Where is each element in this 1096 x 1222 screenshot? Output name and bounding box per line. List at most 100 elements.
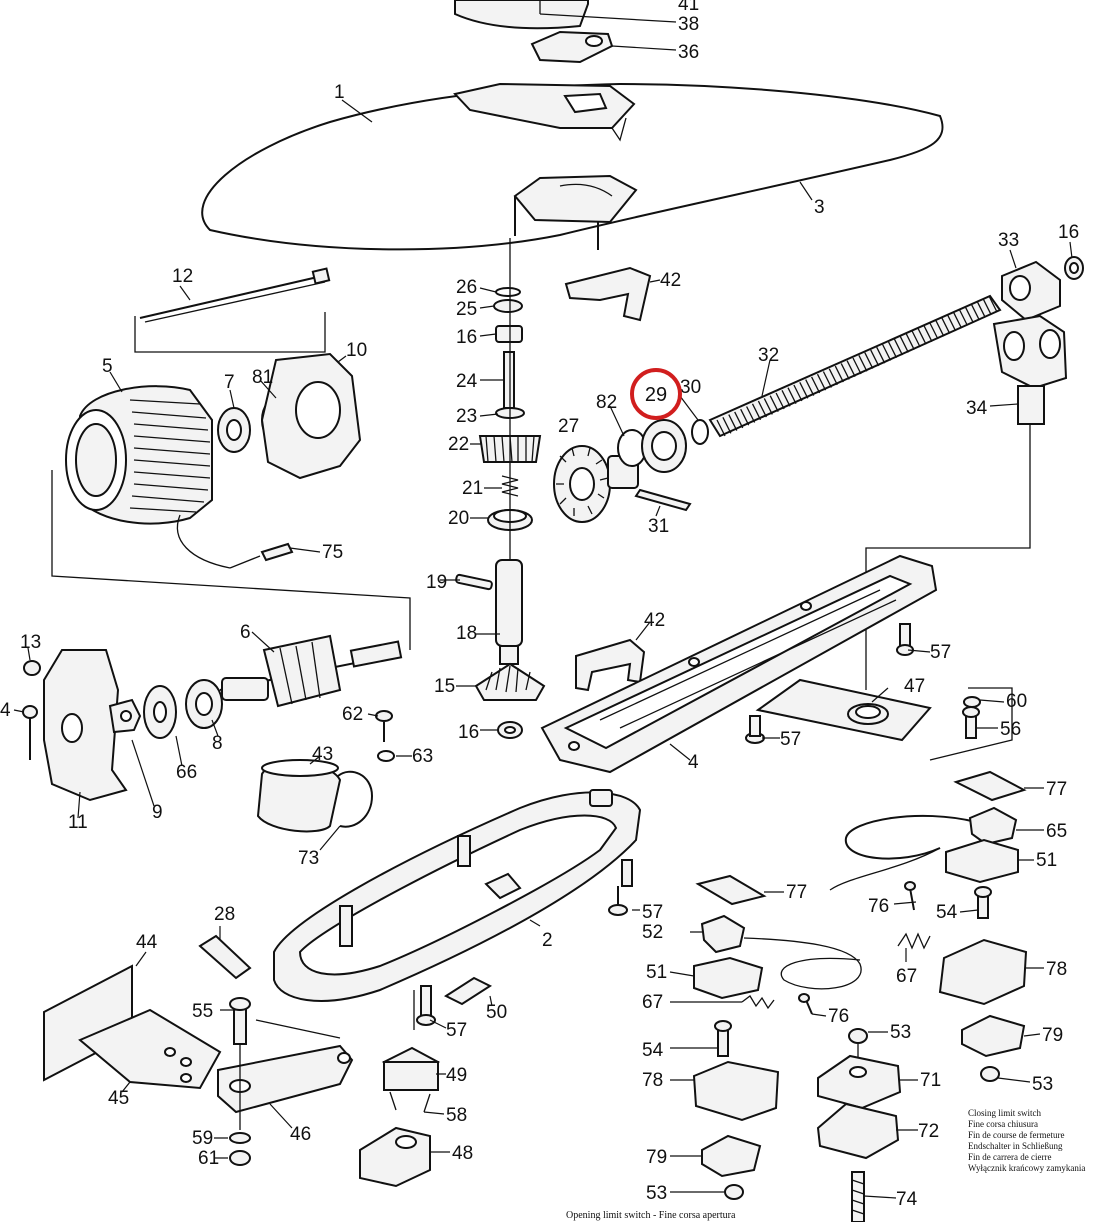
guide-base-4 [540,554,938,774]
part-label: 6 [240,622,251,643]
lever-46 [217,1044,354,1114]
nut-61 [229,1150,251,1166]
part-label: 79 [646,1147,667,1168]
part-label: 22 [448,434,469,455]
spring-67-lower [741,995,775,1010]
nut-53-lower [724,1184,744,1200]
part-label: 12 [172,266,193,287]
assembly-line-housing [255,990,415,1039]
part-label: 49 [446,1065,467,1086]
part-label: 5 [102,356,113,377]
part-label: 42 [644,610,665,631]
part-label: 75 [322,542,343,563]
part-label: 28 [214,904,235,925]
pad-77-lower [695,874,767,906]
switch-52 [700,914,862,990]
legend-line: Endschalter in Schließung [968,1141,1063,1151]
bolt-74 [851,1171,865,1222]
base-49 [381,1046,441,1091]
part-label: 54 [642,1040,664,1061]
part-label: 43 [312,744,333,765]
part-label: 16 [458,722,479,743]
part-labels: 41 38 36 1 3 33 16 12 26 42 25 16 10 5 7… [0,0,1079,1210]
part-label: 2 [542,930,553,951]
washer-63 [377,750,395,762]
part-label: 53 [646,1183,667,1204]
part-label: 16 [1058,222,1079,243]
part-label: 53 [890,1022,911,1043]
part-label: 62 [342,704,363,725]
switch-65 [829,806,1018,891]
part-label: 50 [486,1002,507,1023]
part-label: 59 [192,1128,213,1149]
part-label: 81 [252,367,273,388]
part-label: 57 [446,1020,467,1041]
screw-57-housing-right [608,859,633,916]
cover-1 [201,82,944,251]
part-label: 3 [814,197,825,218]
part-label: 33 [998,230,1019,251]
screw-54-upper [974,886,992,919]
connector-48 [359,1126,431,1188]
nut-53-upper [980,1066,1000,1082]
part-label: 21 [462,478,483,499]
part-label: 26 [456,277,477,298]
part-label: 60 [1006,691,1027,712]
legend-line: Closing limit switch [968,1108,1042,1118]
part-label: 79 [1042,1025,1063,1046]
part-label: 41 [678,0,699,15]
part-label: 71 [920,1070,941,1091]
plate-9 [108,698,142,734]
pin-28 [198,934,252,980]
bearing-7 [217,407,251,453]
cover-51-lower [693,956,764,1000]
part-label: 7 [224,372,235,393]
part-label: 15 [434,676,455,697]
plate-45 [78,1008,222,1090]
part-label: 4 [0,700,11,721]
part-label: 27 [558,416,579,437]
bracket-42-top [564,266,652,322]
part-label: 10 [346,340,367,361]
part-label: 77 [786,882,807,903]
plate-47 [755,678,932,742]
housing-78-lower [692,1060,780,1122]
cover-3 [513,174,638,250]
flange-10 [260,352,362,480]
part-label: 8 [212,733,223,754]
part-label: 51 [1036,850,1057,871]
clamp-79-lower [701,1134,762,1178]
latch-36 [530,30,614,64]
part-label: 55 [192,1001,213,1022]
wire-75 [229,542,294,569]
part-label: 53 [1032,1074,1053,1095]
bearing-29 [641,419,687,473]
screw-4-left [22,705,38,760]
shaft-82 [607,429,647,489]
part-label: 67 [642,992,663,1013]
part-label: 38 [678,14,699,35]
cover-51-upper [945,838,1019,884]
screw-57-housing-bottom [416,985,436,1026]
part-label: 31 [648,516,669,537]
nut-13 [23,660,41,676]
part-label: 82 [596,392,617,413]
part-label: 9 [152,802,163,823]
screw-76-upper [904,881,916,911]
washer-16-top [1064,256,1084,280]
part-label: 78 [642,1070,663,1091]
fork-34 [865,314,1068,690]
part-label: 23 [456,406,477,427]
legend-line: Fin de course de fermeture [968,1130,1064,1140]
block-71 [817,1054,902,1110]
label-50 [443,976,493,1006]
part-label: 48 [452,1143,473,1164]
part-label: 11 [68,812,88,833]
nut-53-center [848,1028,868,1060]
part-label: 65 [1046,821,1067,842]
end-bracket-11 [43,649,128,802]
part-label: 25 [456,299,477,320]
bracket-42-mid [575,638,646,692]
legend-line: Wyłącznik krańcowy zamykania [968,1163,1085,1173]
